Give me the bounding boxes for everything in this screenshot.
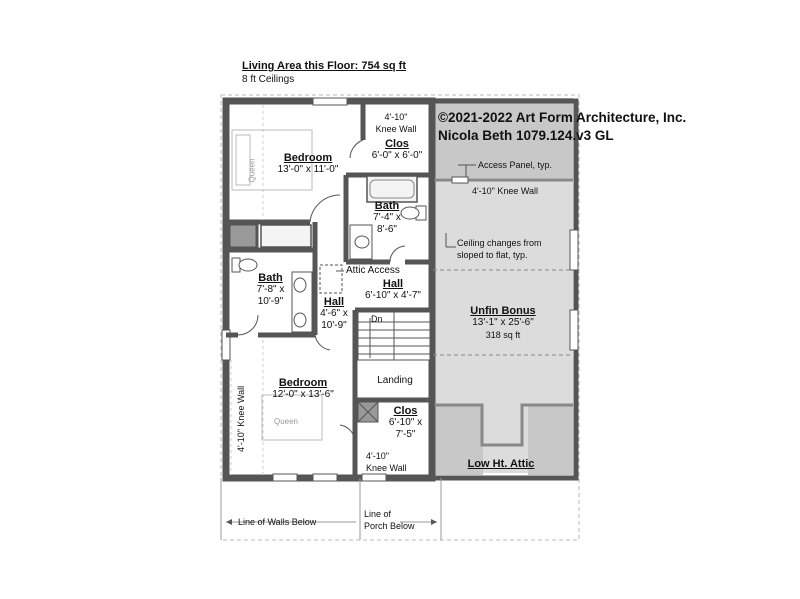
room-clos-bottom: Clos 6'-10" x 7'-5" xyxy=(388,405,423,440)
room-bedroom-bottom: Bedroom 12'-0" x 13'-6" xyxy=(272,377,334,400)
knee-wall-bottom: 4'-10" Knee Wall xyxy=(366,451,407,473)
vanity-left xyxy=(291,271,313,333)
toilet-right xyxy=(400,205,427,221)
guide-lines xyxy=(230,105,264,475)
living-area-heading: Living Area this Floor: 754 sq ft xyxy=(242,60,407,72)
shower-left xyxy=(260,224,312,248)
room-low-attic: Low Ht. Attic xyxy=(467,458,535,470)
attic-fill-left-bottom xyxy=(433,405,483,475)
landing-label: Landing xyxy=(377,375,413,386)
attic-access-label: Attic Access xyxy=(346,265,400,276)
room-bath-right: Bath 7'-4" x 8'-6" xyxy=(373,200,401,235)
copyright-line-2: Nicola Beth 1079.124.v3 GL xyxy=(438,128,614,143)
room-name: Bedroom xyxy=(283,152,333,164)
queen-label-top: Queen xyxy=(247,158,257,183)
window-bottom-2 xyxy=(312,473,338,482)
window-bottom-3 xyxy=(361,473,387,482)
room-unfin-bonus: Unfin Bonus 13'-1" x 25'-6" 318 sq ft xyxy=(470,305,536,340)
attic-wall xyxy=(432,98,579,481)
window-bonus-2 xyxy=(569,309,579,351)
line-of-walls-label: Line of Walls Below xyxy=(238,517,317,527)
outer-dashed-boundary xyxy=(220,94,580,541)
toilet-left xyxy=(231,257,258,273)
queen-label-bottom: Queen xyxy=(273,417,299,426)
access-panel-label: Access Panel, typ. xyxy=(478,160,553,170)
knee-wall-top: 4'-10" Knee Wall xyxy=(375,112,417,134)
low-attic-knee-wall xyxy=(433,403,573,447)
stairs-dn-label: Dn xyxy=(371,314,383,324)
ceiling-change-lines xyxy=(433,269,573,356)
window-bonus-1 xyxy=(569,229,579,271)
door-swings xyxy=(237,139,406,441)
porch-below-label: Line of Porch Below xyxy=(364,509,415,531)
room-hall-main: Hall 6'-10" x 4'-7" xyxy=(365,278,421,301)
window-left xyxy=(221,329,231,361)
attic-fill-top xyxy=(433,98,573,178)
chase-left xyxy=(229,224,257,248)
attic-fill-right-bottom xyxy=(528,405,573,475)
attic-access-hatch xyxy=(319,264,343,294)
dimension-lines xyxy=(220,478,442,540)
bed-top xyxy=(231,129,313,191)
room-clos-top: Clos 6'-0" x 6'-0" xyxy=(371,138,423,161)
room-hall-small: Hall 4'-6" x 10'-9" xyxy=(320,296,348,331)
room-dims: 13'-0" x 11'-0" xyxy=(277,164,339,175)
room-bath-left: Bath 7'-8" x 10'-9" xyxy=(256,272,285,307)
ceilings-note: 8 ft Ceilings xyxy=(242,74,295,85)
knee-wall-vertical-label: 4'-10" Knee Wall xyxy=(236,385,246,452)
window-top xyxy=(312,97,348,106)
window-bottom-1 xyxy=(272,473,298,482)
stairs xyxy=(357,311,431,361)
knee-wall-bonus-label: 4'-10" Knee Wall xyxy=(471,186,539,196)
ceiling-change-note: Ceiling changes from sloped to flat, typ… xyxy=(457,238,542,260)
copyright-line-1: ©2021-2022 Art Form Architecture, Inc. xyxy=(438,110,687,125)
vanity-right xyxy=(349,224,373,260)
room-bedroom-top: Bedroom 13'-0" x 11'-0" xyxy=(268,152,348,176)
bed-bottom xyxy=(261,394,323,441)
